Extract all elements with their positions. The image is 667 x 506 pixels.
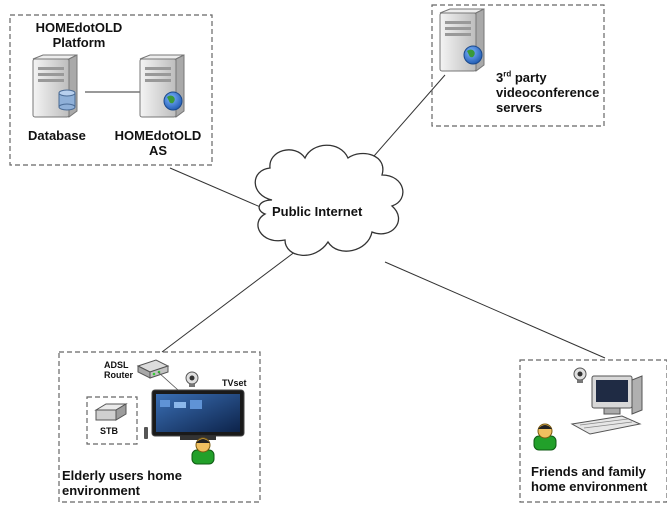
router-tv-cable [157, 371, 179, 391]
user-icon [533, 423, 557, 451]
web-server-icon [439, 8, 485, 72]
tvset-label: TVset [222, 378, 247, 388]
elderly-home-label: Elderly users home environment [62, 468, 182, 498]
third-party-label: 3rd party videoconference servers [496, 70, 599, 115]
router-label-line2: Router [104, 370, 133, 380]
set-top-box-icon [94, 403, 128, 421]
desktop-computer-icon [570, 375, 643, 435]
database-label: Database [28, 128, 86, 143]
stb-label: STB [100, 426, 118, 436]
link-internet-friends [384, 261, 606, 359]
elderly-home-label-line1: Elderly users home [62, 468, 182, 483]
third-party-label-line3: servers [496, 100, 543, 115]
third-party-label-line2: videoconference [496, 85, 600, 100]
group-boxes [9, 4, 667, 503]
as-server-label-line2: AS [148, 143, 168, 158]
platform-title-line1: HOMEdotOLD [35, 20, 123, 35]
third-party-box [431, 4, 605, 127]
database-server-icon [32, 54, 78, 118]
webcam-icon [185, 371, 199, 387]
elderly-home-label-line2: environment [62, 483, 141, 498]
third-party-word: party [511, 70, 547, 85]
user-icon [191, 437, 215, 465]
router-label: ADSL Router [104, 360, 133, 380]
friends-home-label: Friends and family home environment [531, 464, 647, 494]
tv-icon [151, 389, 245, 440]
friends-home-label-line2: home environment [531, 479, 648, 494]
cloud-icon [254, 144, 404, 256]
internet-label: Public Internet [272, 204, 363, 219]
as-server-label-line1: HOMEdotOLD [114, 128, 202, 143]
router-icon [136, 359, 170, 379]
stb-box [86, 396, 138, 445]
friends-home-box [519, 359, 667, 503]
web-server-icon [139, 54, 185, 118]
router-label-line1: ADSL [104, 360, 129, 370]
globe-icon [163, 91, 183, 111]
third-party-number: 3 [496, 70, 504, 85]
link-internet-elderly [161, 247, 301, 353]
platform-box [9, 14, 213, 166]
friends-home-label-line1: Friends and family [531, 464, 646, 479]
elderly-home-box [58, 351, 261, 503]
platform-title: HOMEdotOLD Platform [24, 20, 134, 50]
as-server-label: HOMEdotOLD AS [104, 128, 212, 158]
third-party-ordinal: rd [503, 69, 512, 79]
globe-icon [463, 45, 483, 65]
database-cylinder-icon [58, 89, 76, 111]
webcam-icon [573, 367, 587, 383]
link-platform-internet [169, 167, 273, 213]
third-party-label-line1: 3rd party [496, 70, 599, 85]
platform-title-line2: Platform [52, 35, 106, 50]
remote-icon [144, 427, 148, 439]
